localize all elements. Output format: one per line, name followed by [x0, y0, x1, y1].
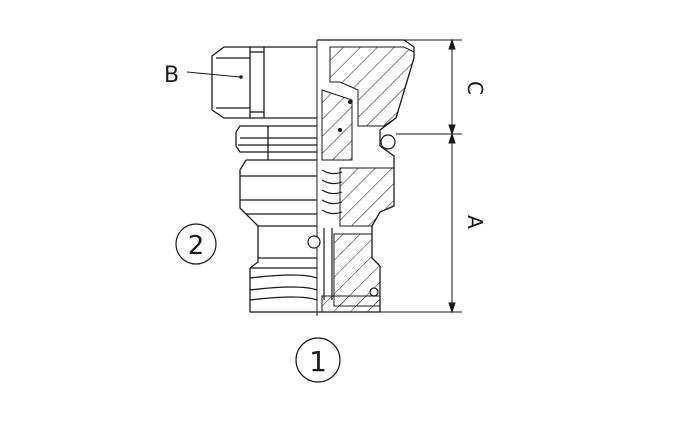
internal-parts	[307, 99, 396, 300]
label-b: B	[164, 63, 179, 88]
upper-o-ring	[380, 134, 396, 150]
ball-seat	[307, 235, 321, 249]
callout-circle-2	[175, 223, 217, 265]
label-dim-c: C	[463, 81, 487, 95]
spring	[321, 169, 343, 215]
valve-body	[211, 39, 415, 316]
label-port-2: 2	[188, 231, 205, 261]
section-hatching	[321, 46, 415, 313]
label-dim-a: A	[463, 215, 487, 229]
callout-circle-1	[295, 337, 341, 383]
label-port-1: 1	[309, 345, 327, 378]
leader-b	[186, 71, 243, 79]
dimensions	[380, 38, 462, 314]
